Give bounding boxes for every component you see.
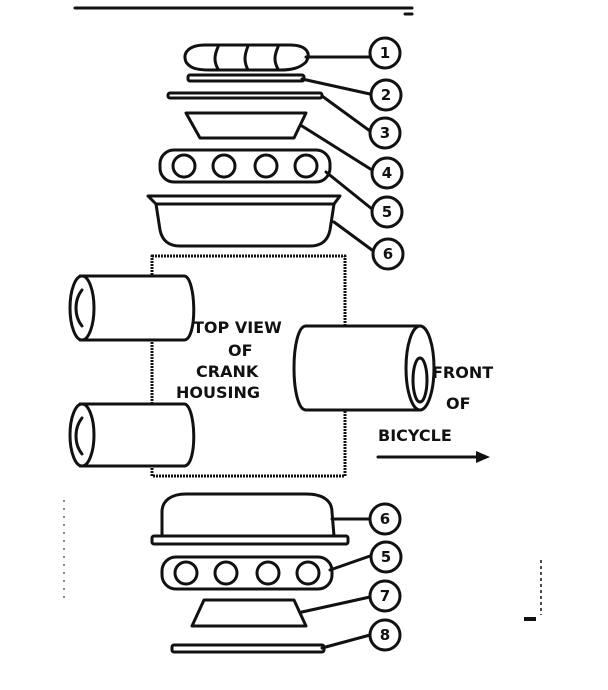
part-6-cup-bottom xyxy=(150,492,350,546)
callout-6-bottom: 6 xyxy=(368,502,402,536)
svg-text:5: 5 xyxy=(381,548,391,566)
part-7-cone-bottom xyxy=(190,598,308,628)
left-lower-tube xyxy=(68,402,196,468)
svg-text:2: 2 xyxy=(381,86,391,104)
callout-3: 3 xyxy=(368,116,402,150)
direction-arrow-icon xyxy=(376,451,490,463)
right-tube xyxy=(292,324,436,412)
callout-7: 7 xyxy=(368,579,402,613)
callout-5-bottom: 5 xyxy=(369,540,403,574)
left-upper-tube xyxy=(68,274,196,342)
direction-label-line2: OF xyxy=(446,394,471,413)
callout-5-top: 5 xyxy=(370,195,404,229)
part-6-cup-top xyxy=(146,194,342,248)
svg-text:7: 7 xyxy=(380,587,390,605)
housing-label-line2: OF xyxy=(228,341,253,360)
part-4-cone xyxy=(184,111,308,140)
part-1-locknut xyxy=(183,43,310,72)
svg-text:6: 6 xyxy=(383,245,393,263)
part-3-thin-washer xyxy=(166,91,324,100)
callout-4: 4 xyxy=(370,156,404,190)
housing-label-line1: TOP VIEW xyxy=(193,318,282,337)
callout-8: 8 xyxy=(368,618,402,652)
direction-label-line1: FRONT xyxy=(432,363,493,382)
callout-2: 2 xyxy=(369,78,403,112)
scan-artifact-mark xyxy=(524,617,536,621)
svg-text:5: 5 xyxy=(382,203,392,221)
svg-text:4: 4 xyxy=(382,164,392,182)
direction-label-line3: BICYCLE xyxy=(378,426,452,445)
callout-1: 1 xyxy=(368,36,402,70)
callout-6-top: 6 xyxy=(371,237,405,271)
svg-text:8: 8 xyxy=(380,626,390,644)
part-8-washer-bottom xyxy=(170,643,326,654)
part-2-washer xyxy=(186,73,306,83)
leader-lines xyxy=(300,55,374,650)
svg-text:3: 3 xyxy=(380,124,390,142)
svg-text:6: 6 xyxy=(380,510,390,528)
housing-label-line4: HOUSING xyxy=(176,383,260,402)
svg-text:1: 1 xyxy=(380,44,390,62)
part-5-bearings-bottom xyxy=(160,555,334,591)
housing-label-line3: CRANK xyxy=(196,362,259,381)
part-5-bearings-top xyxy=(158,148,332,184)
